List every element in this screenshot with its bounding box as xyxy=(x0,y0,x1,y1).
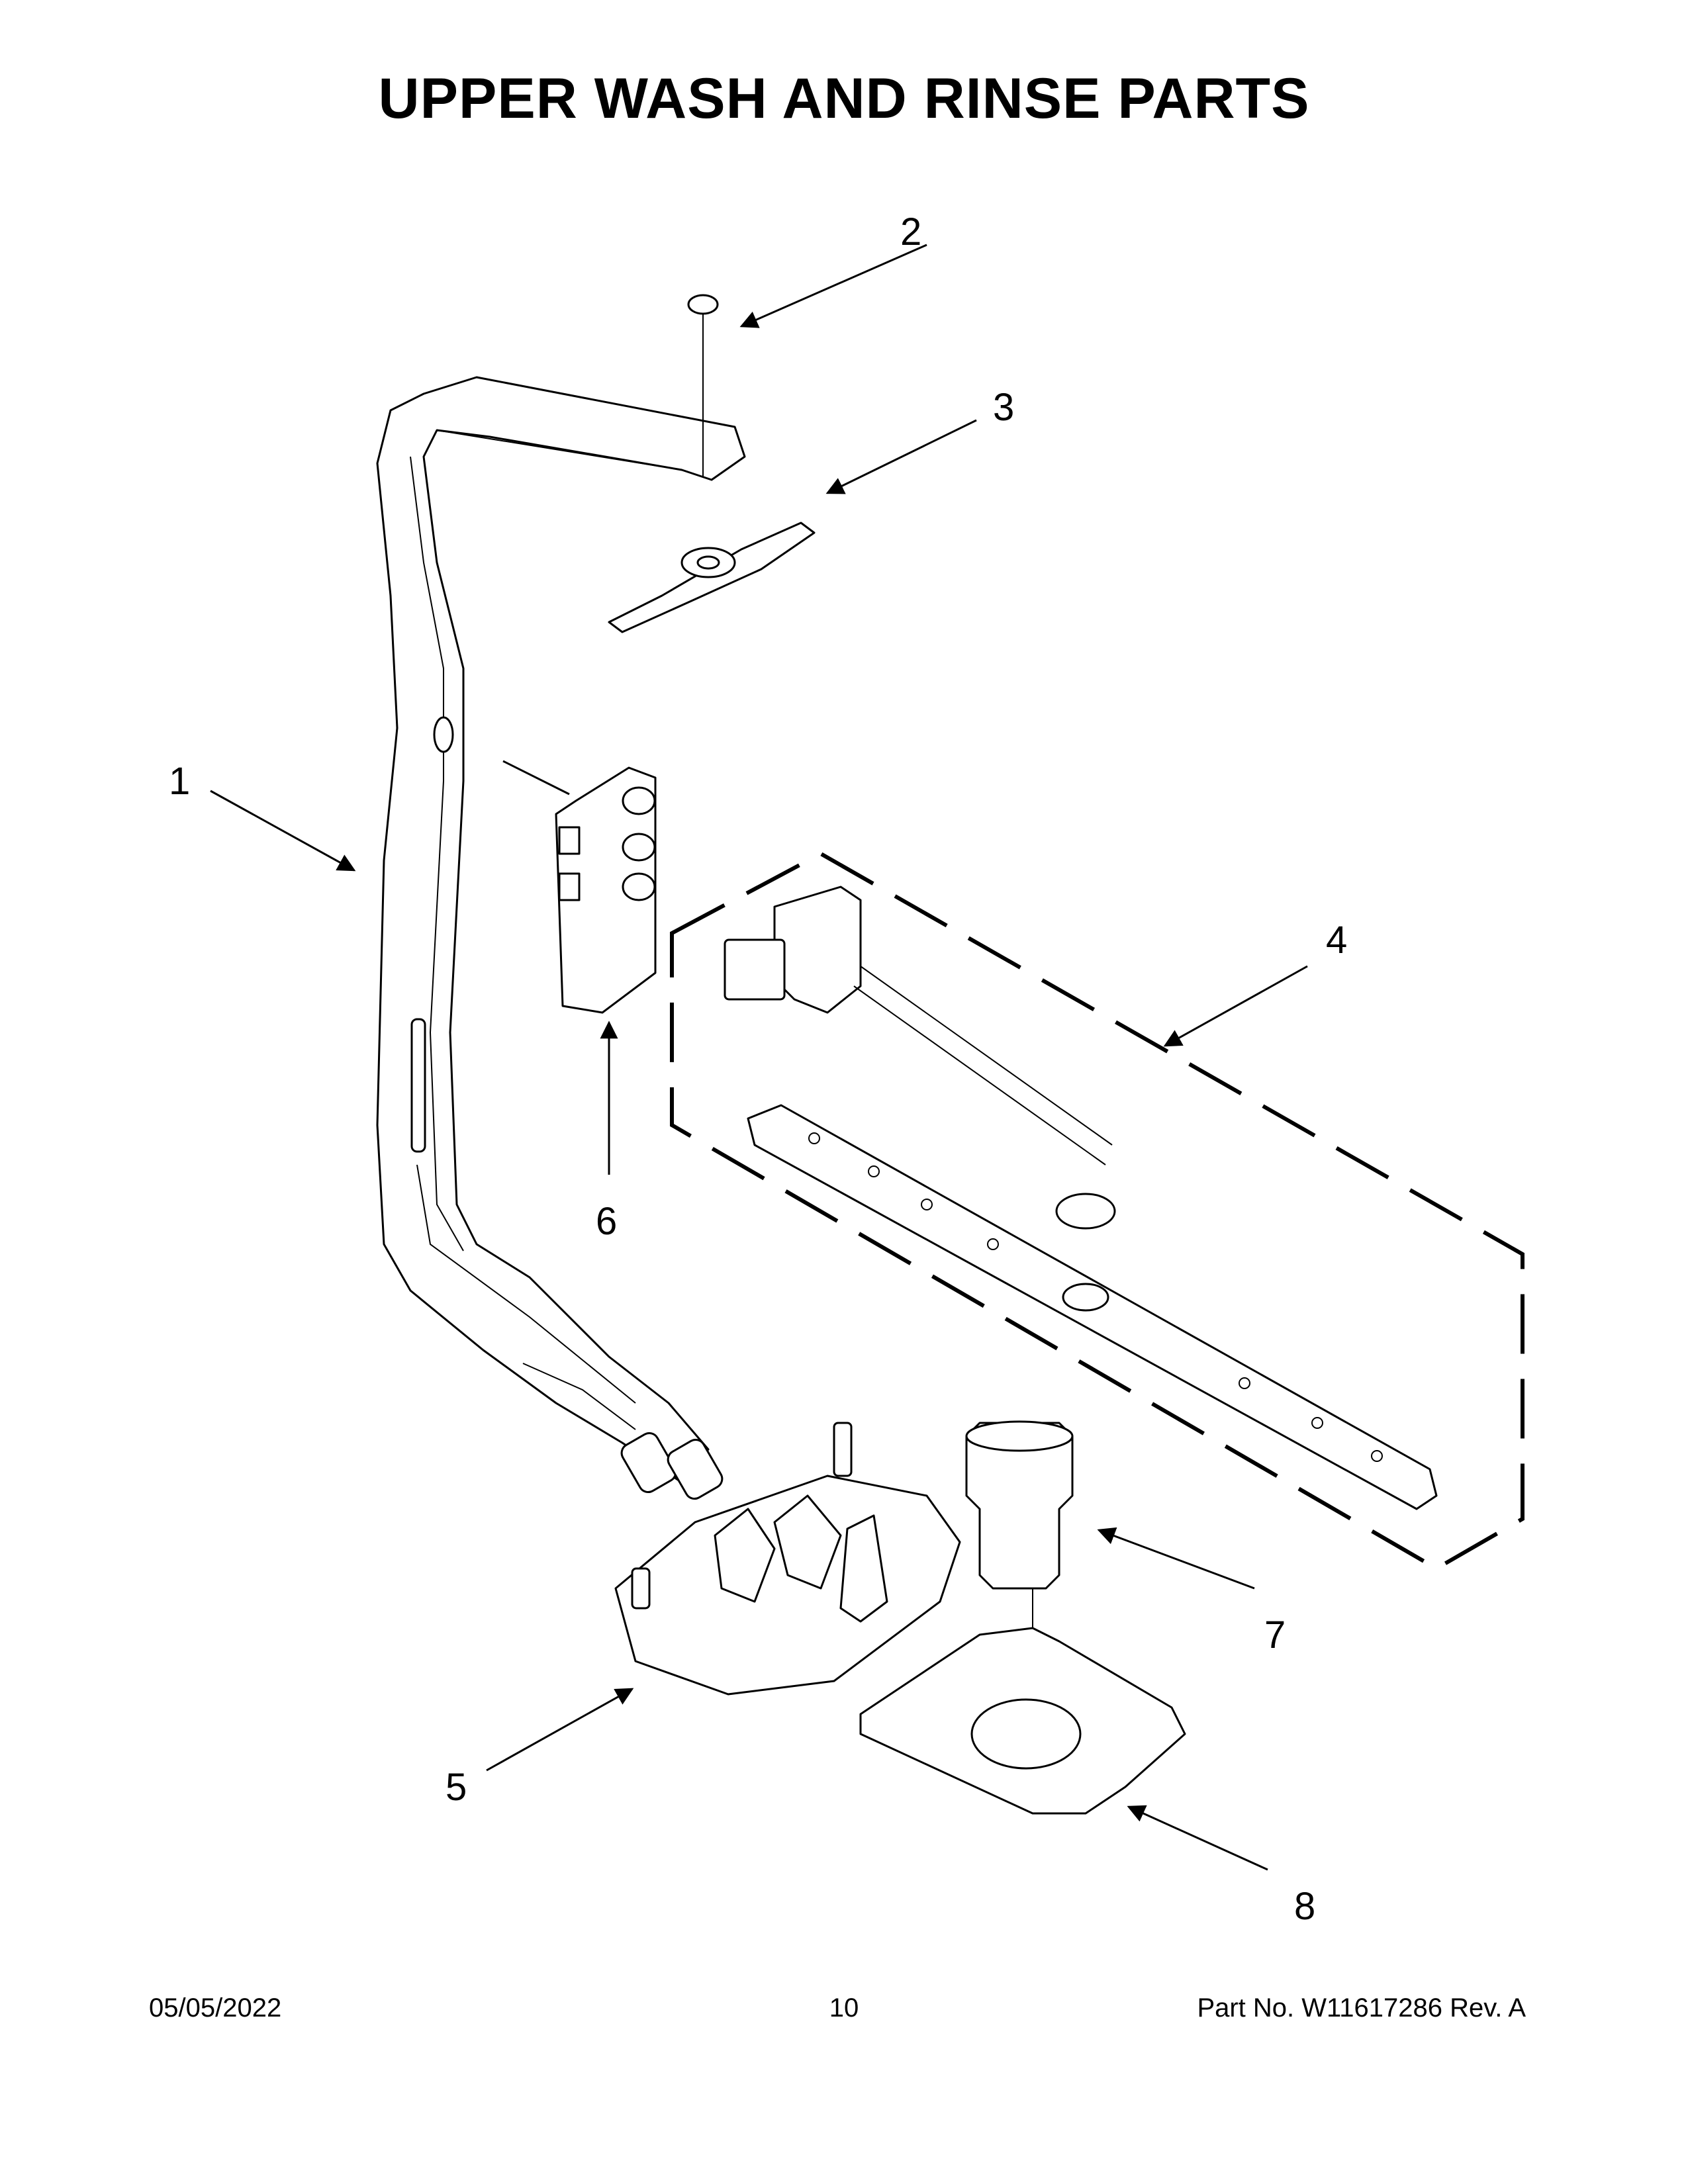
leader-1 xyxy=(210,790,356,872)
footer-page-number: 10 xyxy=(829,1993,859,2023)
part-3-upper-spray-arm xyxy=(608,522,816,633)
part-4-spray-arm-assembly xyxy=(670,851,1524,1571)
leader-8 xyxy=(1127,1805,1268,1871)
callout-4: 4 xyxy=(1326,919,1347,962)
leader-7 xyxy=(1097,1527,1255,1590)
callout-7: 7 xyxy=(1264,1614,1286,1657)
page-title: UPPER WASH AND RINSE PARTS xyxy=(378,67,1310,130)
leader-2 xyxy=(739,244,927,328)
part-6-clip-assembly xyxy=(502,760,657,1014)
callout-2: 2 xyxy=(900,210,921,253)
callout-6: 6 xyxy=(596,1200,617,1243)
footer-date: 05/05/2022 xyxy=(149,1993,282,2023)
callout-1: 1 xyxy=(169,760,190,803)
part-2-cap xyxy=(687,294,719,477)
leader-3 xyxy=(825,419,977,494)
part-5-manifold xyxy=(614,1422,961,1696)
part-1-supply-tube xyxy=(376,376,746,1500)
leader-4 xyxy=(1163,965,1308,1047)
part-8-cover-plate xyxy=(859,1627,1186,1815)
callout-3: 3 xyxy=(993,386,1014,429)
leader-5 xyxy=(486,1688,634,1772)
callout-8: 8 xyxy=(1294,1885,1315,1928)
callout-5: 5 xyxy=(445,1766,467,1809)
footer-part-number: Part No. W11617286 Rev. A xyxy=(1197,1993,1526,2023)
